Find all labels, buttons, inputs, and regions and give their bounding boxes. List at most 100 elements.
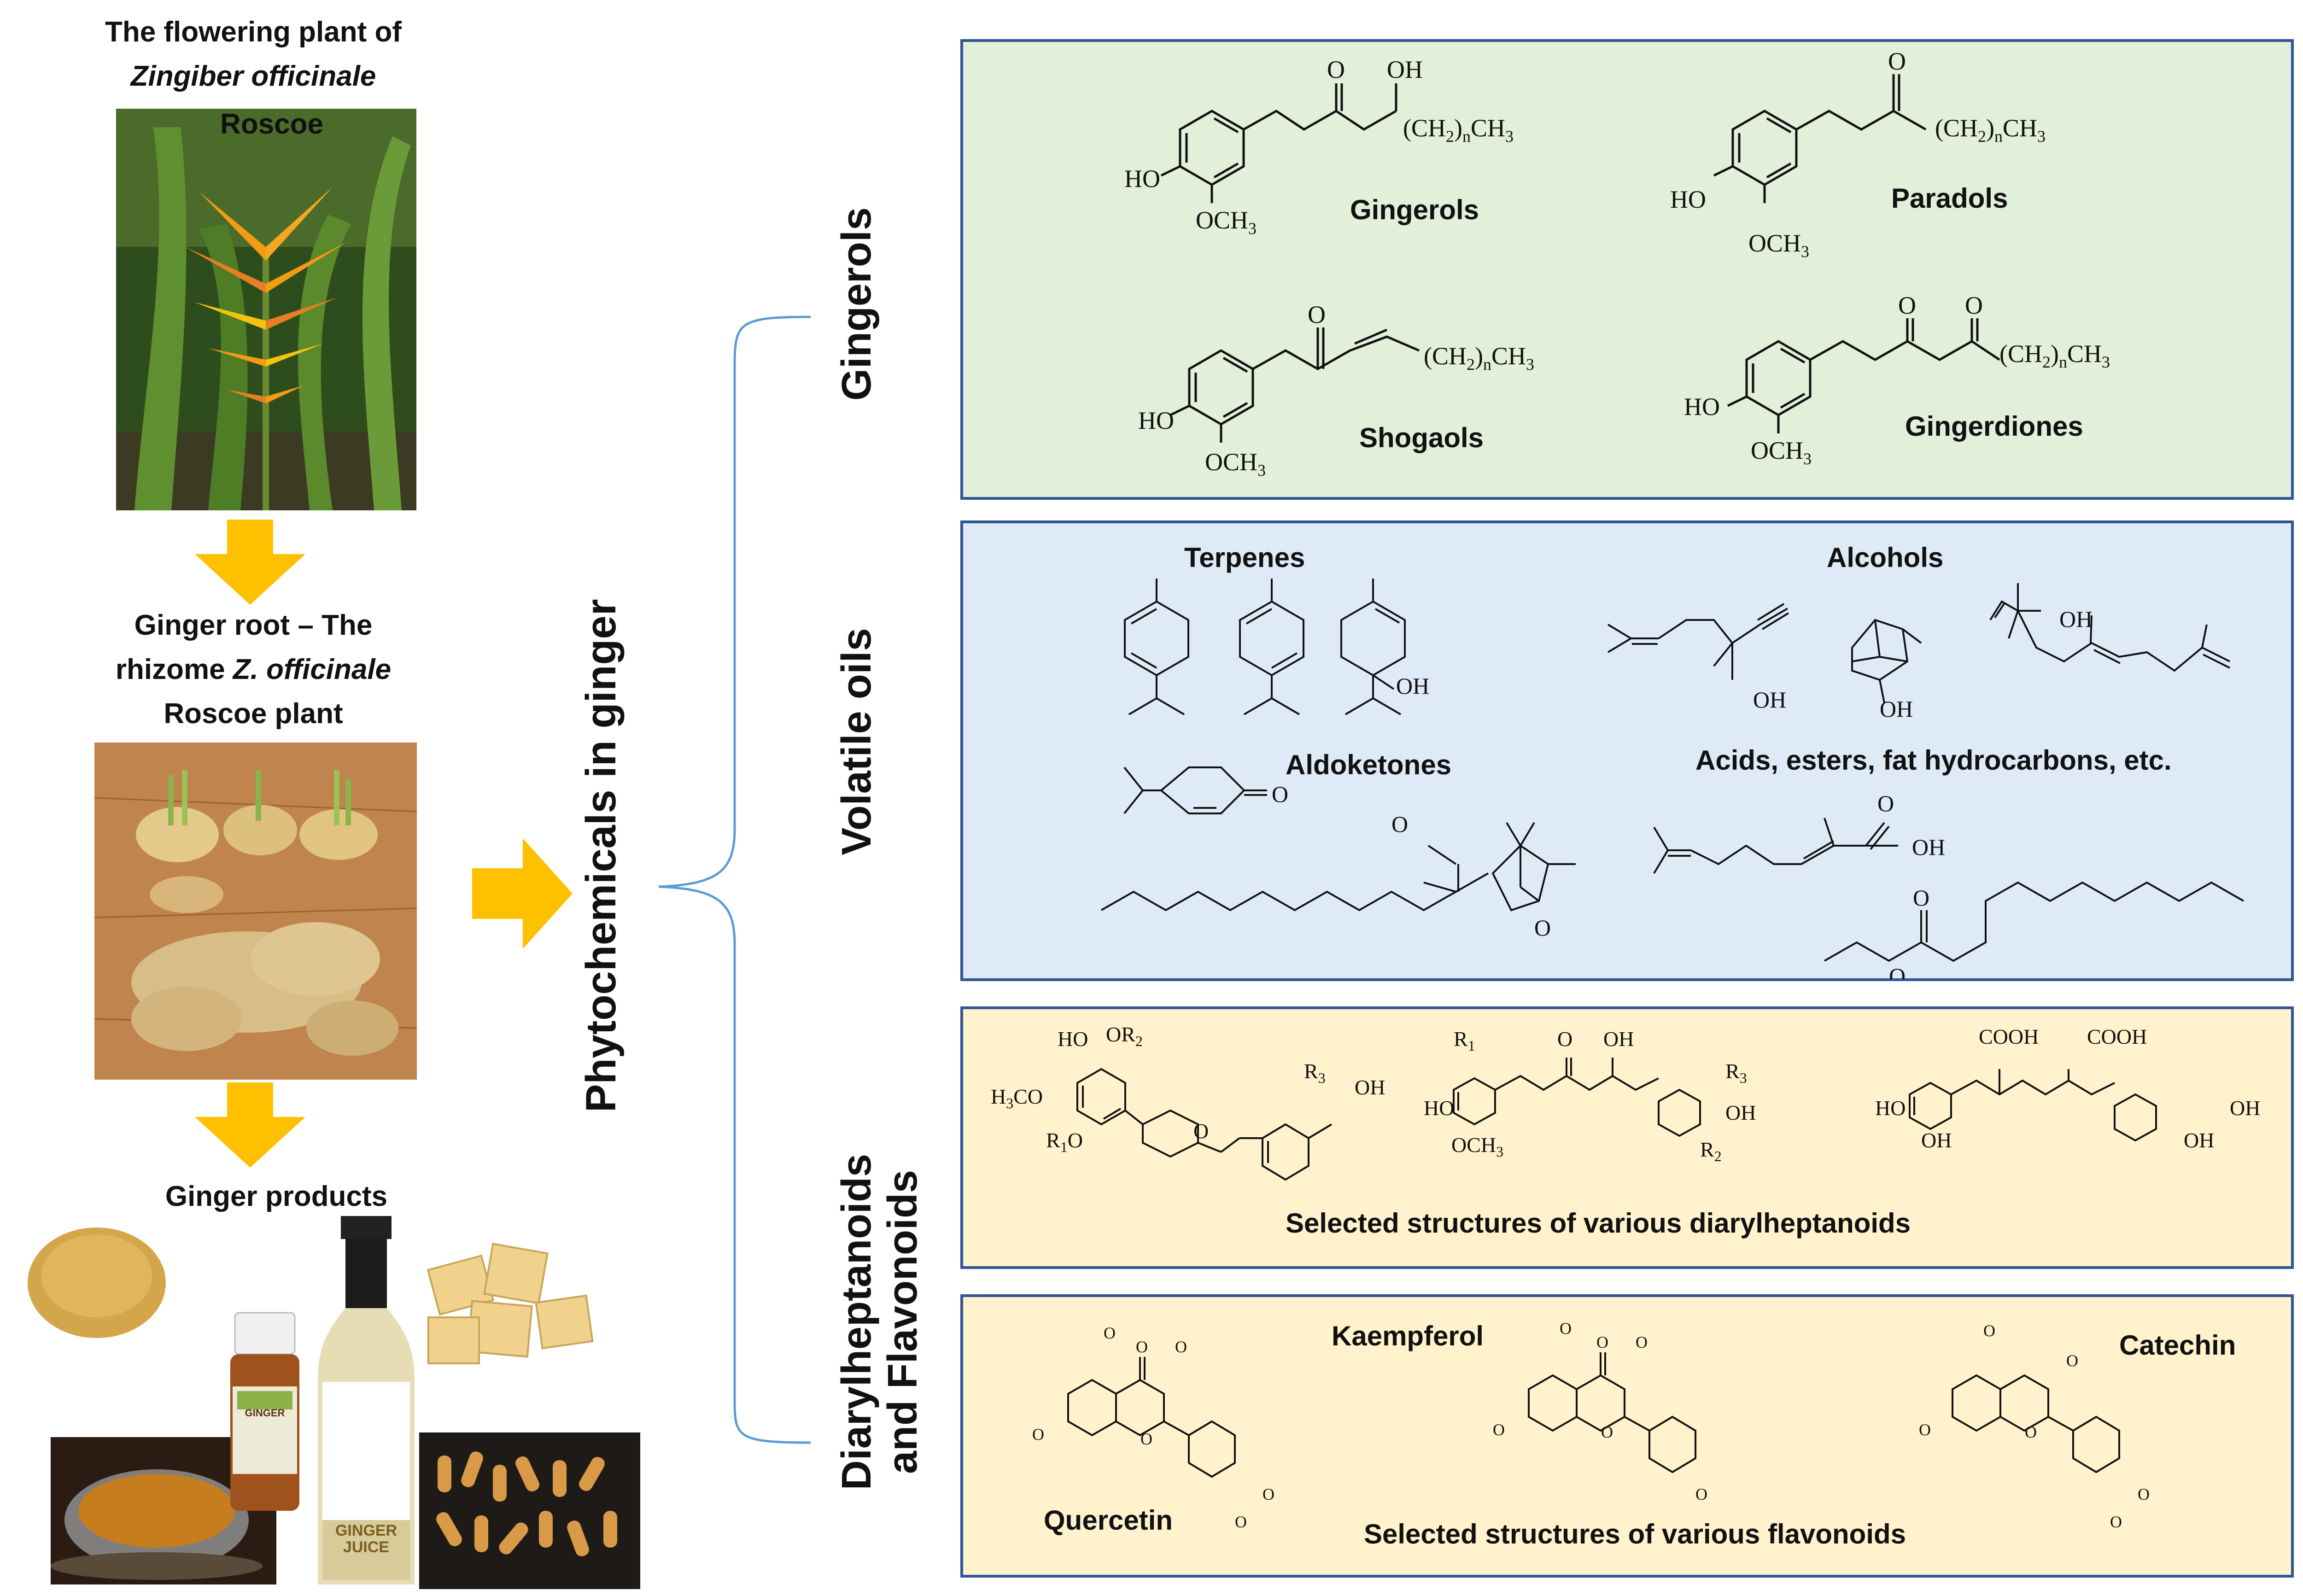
- svg-text:OH: OH: [1912, 834, 1945, 860]
- svg-text:O: O: [1965, 292, 1983, 319]
- volatile-oils-panel: OH OH OH OH: [960, 520, 2294, 981]
- juice-label-line2: JUICE: [343, 1538, 390, 1556]
- svg-text:O: O: [1557, 1027, 1572, 1051]
- down-arrow-icon: [193, 1082, 308, 1172]
- svg-text:O: O: [1391, 811, 1408, 837]
- label-acids-esters: Acids, esters, fat hydrocarbons, etc.: [1695, 745, 2172, 776]
- volatile-structures: OH OH OH OH: [1101, 579, 2244, 979]
- svg-text:R1O: R1O: [1046, 1128, 1083, 1155]
- juice-bottle-label: GINGER JUICE: [322, 1522, 410, 1555]
- label-aldoketones: Aldoketones: [1286, 749, 1452, 780]
- svg-text:O: O: [1877, 790, 1894, 816]
- root-title-line3: Roscoe plant: [164, 698, 343, 730]
- svg-text:O: O: [1919, 1421, 1931, 1439]
- category-diaryl-line1: Diarylheptanoids: [834, 1153, 880, 1491]
- svg-text:R3: R3: [1725, 1059, 1747, 1086]
- svg-text:(CH2)nCH3: (CH2)nCH3: [1424, 342, 1534, 374]
- svg-text:HO: HO: [1424, 1096, 1454, 1120]
- products-title: Ginger products: [165, 1181, 388, 1212]
- svg-text:O: O: [2025, 1423, 2037, 1441]
- down-arrow-icon: [193, 520, 308, 609]
- svg-text:OH: OH: [1921, 1128, 1952, 1152]
- label-paradols: Paradols: [1891, 183, 2008, 214]
- svg-text:(CH2)nCH3: (CH2)nCH3: [1999, 340, 2110, 371]
- svg-text:OH: OH: [1880, 696, 1913, 722]
- svg-text:O: O: [2066, 1351, 2078, 1370]
- svg-text:O: O: [1104, 1324, 1116, 1342]
- svg-text:O: O: [1888, 47, 1906, 75]
- svg-text:O: O: [1193, 1119, 1209, 1143]
- root-title-line2: rhizome Z. officinale: [74, 648, 433, 692]
- label-gingerdiones: Gingerdiones: [1905, 411, 2083, 442]
- label-gingerols: Gingerols: [1350, 194, 1479, 225]
- svg-text:OH: OH: [2184, 1128, 2214, 1152]
- ginger-root-photo: [94, 742, 417, 1080]
- root-title-line1: Ginger root – The: [134, 609, 373, 641]
- category-diaryl-flavonoids: Diarylheptanoids and Flavonoids: [834, 1124, 926, 1520]
- plant-title: The flowering plant of Zingiber officina…: [74, 10, 433, 99]
- label-shogaols: Shogaols: [1359, 422, 1484, 453]
- category-bracket: [654, 313, 820, 1449]
- svg-text:OCH3: OCH3: [1751, 437, 1812, 468]
- flavonoids-caption: Selected structures of various flavonoid…: [1364, 1519, 1906, 1549]
- root-title-line2-b: Z. officinale: [233, 654, 392, 685]
- root-title-line2-a: rhizome: [115, 654, 233, 685]
- svg-text:O: O: [2138, 1485, 2150, 1503]
- svg-text:O: O: [1032, 1425, 1044, 1444]
- svg-text:O: O: [1534, 915, 1551, 941]
- svg-text:O: O: [1560, 1319, 1572, 1338]
- svg-text:O: O: [1493, 1421, 1505, 1439]
- svg-text:HO: HO: [1058, 1027, 1088, 1051]
- plant-title-line1: The flowering plant of: [105, 16, 402, 48]
- svg-text:HO: HO: [1670, 186, 1706, 213]
- svg-text:OH: OH: [1753, 687, 1786, 713]
- svg-text:H3CO: H3CO: [991, 1085, 1043, 1111]
- svg-text:HO: HO: [1684, 393, 1720, 421]
- svg-text:O: O: [1898, 292, 1916, 319]
- svg-text:O: O: [1601, 1423, 1613, 1441]
- svg-text:OCH3: OCH3: [1451, 1133, 1503, 1160]
- svg-text:OCH3: OCH3: [1196, 206, 1257, 238]
- svg-text:OCH3: OCH3: [1205, 448, 1266, 479]
- plant-title-line2: Zingiber officinale: [130, 60, 376, 92]
- juice-label-line1: GINGER: [335, 1522, 397, 1539]
- category-diaryl-line2: and Flavonoids: [880, 1169, 926, 1474]
- svg-text:OH: OH: [2059, 606, 2093, 632]
- svg-text:HO: HO: [1875, 1096, 1906, 1120]
- svg-text:O: O: [1308, 301, 1326, 328]
- category-volatile-oils: Volatile oils: [834, 628, 880, 855]
- oil-bottle-label: GINGER: [245, 1407, 285, 1419]
- label-quercetin: Quercetin: [1044, 1505, 1173, 1536]
- label-terpenes: Terpenes: [1184, 542, 1305, 573]
- svg-text:HO: HO: [1124, 165, 1160, 193]
- svg-text:OR2: OR2: [1106, 1023, 1143, 1049]
- svg-text:R3: R3: [1304, 1059, 1326, 1086]
- plant-title-line3: Roscoe: [220, 108, 323, 140]
- svg-text:O: O: [1327, 56, 1345, 83]
- svg-text:OH: OH: [1355, 1076, 1385, 1099]
- svg-text:OH: OH: [1725, 1101, 1756, 1124]
- category-gingerols: Gingerols: [834, 207, 880, 401]
- svg-text:R1: R1: [1454, 1027, 1475, 1054]
- svg-text:O: O: [2110, 1513, 2122, 1531]
- root-title: Ginger root – The rhizome Z. officinale …: [74, 603, 433, 736]
- diarylheptanoids-caption: Selected structures of various diarylhep…: [1286, 1208, 1911, 1239]
- right-arrow-icon: [472, 838, 573, 951]
- svg-text:O: O: [1140, 1430, 1152, 1448]
- flowering-plant-photo: [116, 109, 416, 510]
- svg-text:COOH: COOH: [2087, 1025, 2147, 1048]
- svg-text:OH: OH: [1603, 1027, 1634, 1051]
- svg-text:OH: OH: [2230, 1096, 2260, 1120]
- phytochemicals-title: Phytochemicals in ginger: [578, 599, 625, 1112]
- svg-text:O: O: [1596, 1333, 1608, 1351]
- svg-text:OCH3: OCH3: [1748, 229, 1809, 261]
- svg-text:OH: OH: [1396, 673, 1429, 699]
- svg-text:O: O: [1235, 1513, 1247, 1531]
- svg-text:O: O: [1695, 1485, 1707, 1503]
- svg-text:HO: HO: [1138, 407, 1174, 434]
- label-alcohols: Alcohols: [1827, 542, 1944, 573]
